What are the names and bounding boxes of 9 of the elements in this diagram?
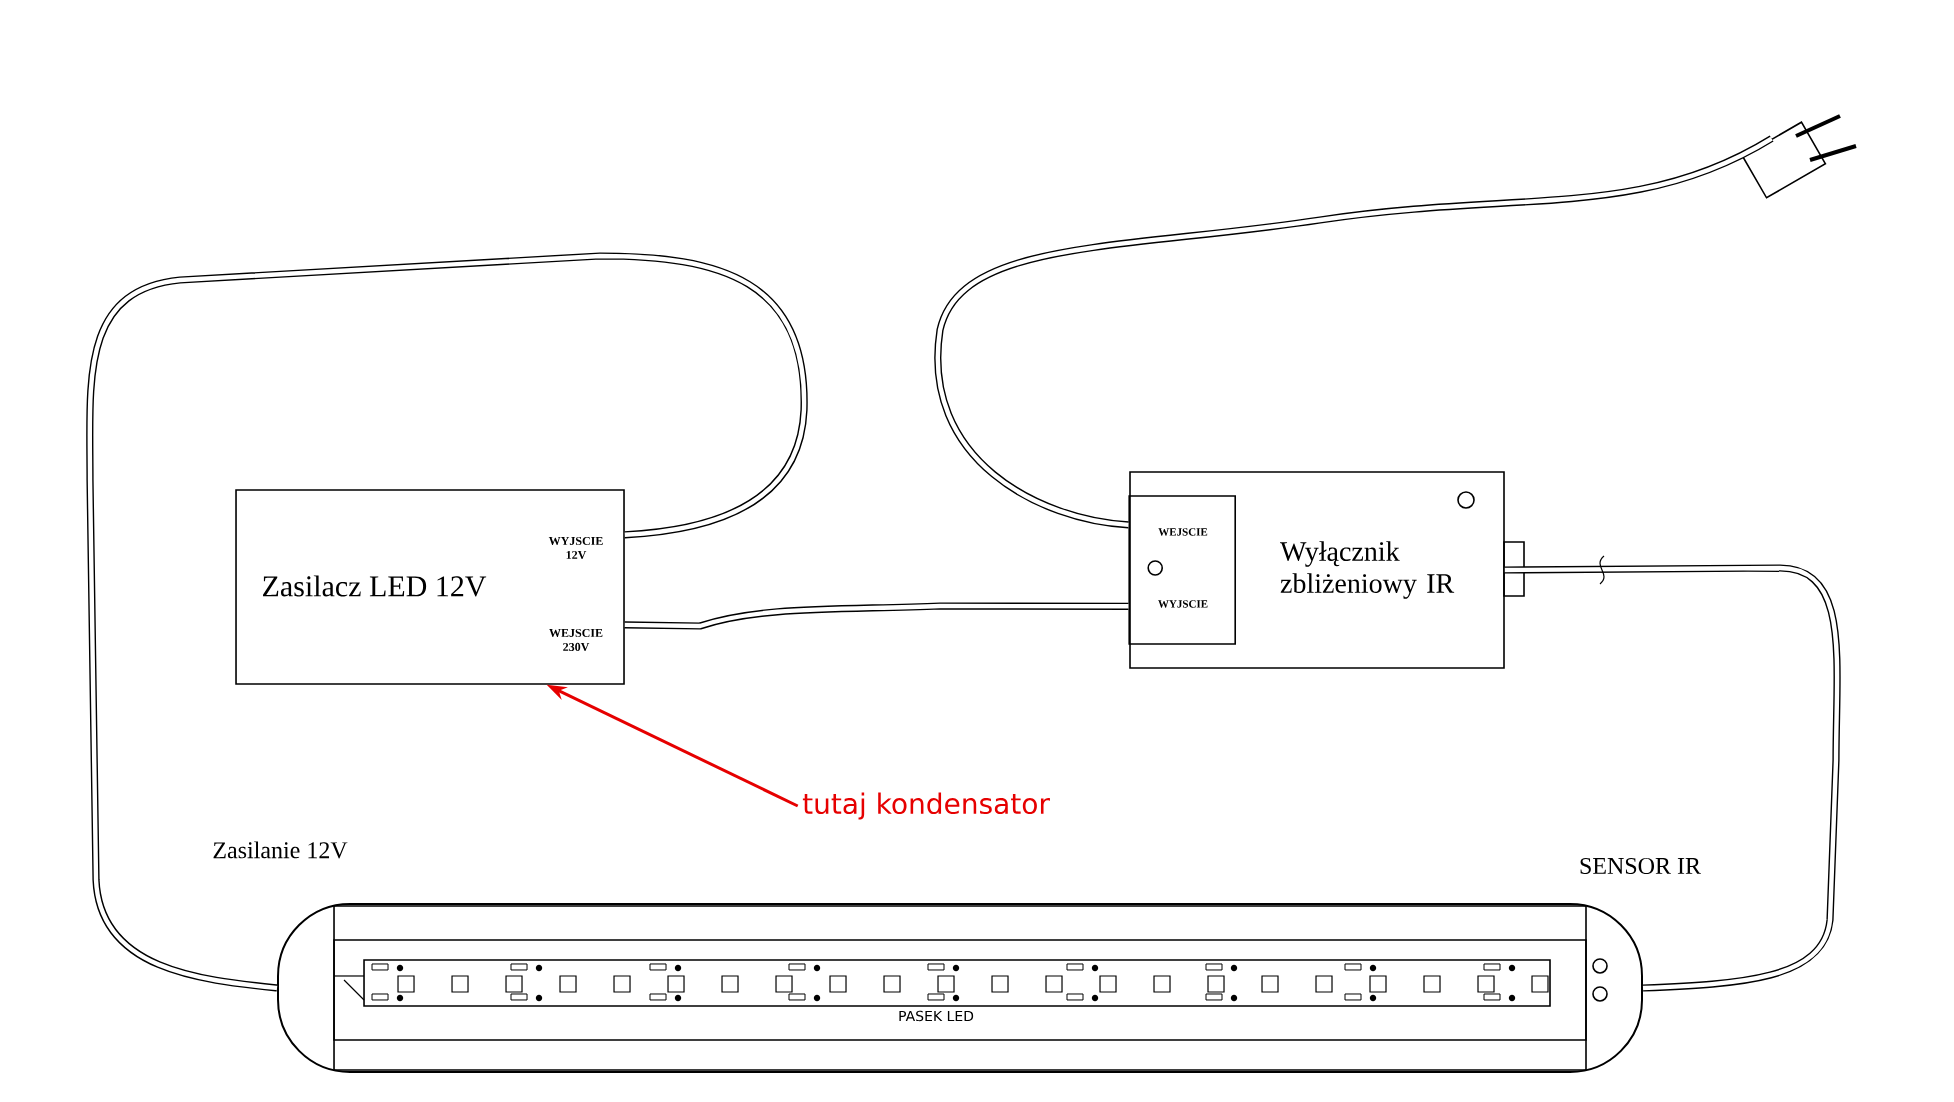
cable-label: Zasilanie 12V [213,841,348,859]
cable [624,602,1129,630]
cable [934,135,1774,529]
cable [1504,564,1841,992]
plug-drawing [1741,114,1857,199]
box-title: Zasilacz LED 12V [263,575,487,597]
note-text: tutaj kondensator [802,792,1050,820]
cable-label: SENSOR IR [1580,857,1701,875]
cable [86,252,808,992]
